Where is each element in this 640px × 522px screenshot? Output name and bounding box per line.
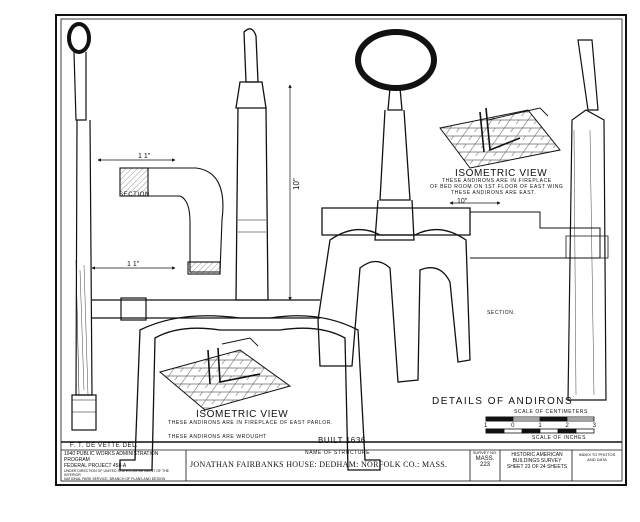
dim-10-vertical: 10" bbox=[292, 178, 301, 190]
wpa-line: 1940 PUBLIC WORKS ADMINISTRATION PROGRAM bbox=[64, 451, 159, 463]
sheet-number: SHEET 23 OF 24 SHEETS bbox=[506, 463, 568, 470]
scale-tick: 1 bbox=[484, 423, 488, 429]
inner-border bbox=[60, 18, 623, 482]
scale-tick: 2 bbox=[565, 423, 569, 429]
built-date: BUILT 1636 bbox=[318, 436, 366, 445]
isometric-view-right bbox=[439, 107, 561, 169]
title-block-frame bbox=[61, 441, 622, 481]
scale-in-label: SCALE OF INCHES bbox=[532, 435, 587, 441]
survey-number-block: SURVEY NO. MASS. 223 bbox=[472, 450, 498, 469]
left-andiron-side-view bbox=[67, 22, 147, 431]
wrought-note: THESE ANDIRONS ARE WROUGHT bbox=[168, 434, 267, 440]
iso-left-line1: THESE ANDIRONS ARE IN FIREPLACE OF EAST … bbox=[168, 420, 333, 426]
right-andiron-side-view bbox=[565, 39, 609, 401]
habs-line: HISTORIC AMERICAN bbox=[511, 452, 563, 458]
scale-tick: 1 bbox=[538, 423, 542, 429]
scale-of-centimeters bbox=[485, 416, 595, 422]
iso-right-title: ISOMETRIC VIEW bbox=[455, 168, 548, 179]
right-andiron-front-view bbox=[317, 29, 601, 383]
scale-cm-label: SCALE OF CENTIMETERS bbox=[514, 409, 588, 415]
scale-of-inches bbox=[485, 428, 595, 434]
index-line: AND DATA bbox=[587, 456, 607, 462]
section-label-left: SECTION bbox=[119, 192, 150, 198]
delineator: F. T. DE VETTE DEL. bbox=[70, 443, 139, 449]
center-andiron-front-view bbox=[92, 28, 381, 471]
index-block: INDEX TO PHOTOS AND DATA bbox=[574, 452, 620, 462]
structure-name: JONATHAN FAIRBANKS HOUSE: DEDHAM: NORFOL… bbox=[190, 460, 448, 469]
isometric-view-left bbox=[158, 337, 292, 411]
dim-11-top: 1 1" bbox=[138, 153, 151, 160]
left-section-detail bbox=[91, 158, 224, 275]
iso-right-line2: OF BED ROOM ON 1ST FLOOR OF EAST WING bbox=[430, 184, 564, 190]
drawing-title: DETAILS OF ANDIRONS bbox=[432, 396, 574, 407]
scale-ticks: 1 0 1 2 3 bbox=[484, 423, 596, 429]
outer-border bbox=[55, 14, 627, 486]
wpa-line: FEDERAL PROJECT 458-A bbox=[64, 462, 127, 469]
scale-tick: 0 bbox=[511, 423, 515, 429]
index-line: INDEX TO PHOTOS bbox=[578, 452, 616, 457]
iso-right-line1: THESE ANDIRONS ARE IN FIREPLACE bbox=[442, 178, 552, 184]
iso-left-title: ISOMETRIC VIEW bbox=[196, 409, 289, 420]
iso-right-line3: THESE ANDIRONS ARE EAST. bbox=[451, 190, 537, 196]
survey-state: MASS. bbox=[475, 455, 495, 462]
wpa-line: NATIONAL PARK SERVICE, BRANCH OF PLANS A… bbox=[64, 477, 166, 482]
structure-caption: NAME OF STRUCTURE bbox=[305, 450, 371, 456]
habs-block: HISTORIC AMERICAN BUILDINGS SURVEY SHEET… bbox=[503, 452, 571, 470]
wpa-block: 1940 PUBLIC WORKS ADMINISTRATION PROGRAM… bbox=[64, 451, 184, 482]
dim-11-bottom: 1 1" bbox=[127, 261, 140, 268]
dim-10-horizontal: 10" bbox=[457, 198, 468, 205]
survey-number: 223 bbox=[479, 462, 490, 469]
scale-tick: 3 bbox=[592, 423, 596, 429]
survey-caption: SURVEY NO. bbox=[472, 450, 498, 455]
habs-line: BUILDINGS SURVEY bbox=[512, 457, 562, 464]
section-label-right: SECTION. bbox=[487, 310, 516, 316]
wpa-line: UNDER DIRECTION OF UNITED STATES DEPARTM… bbox=[64, 469, 170, 478]
